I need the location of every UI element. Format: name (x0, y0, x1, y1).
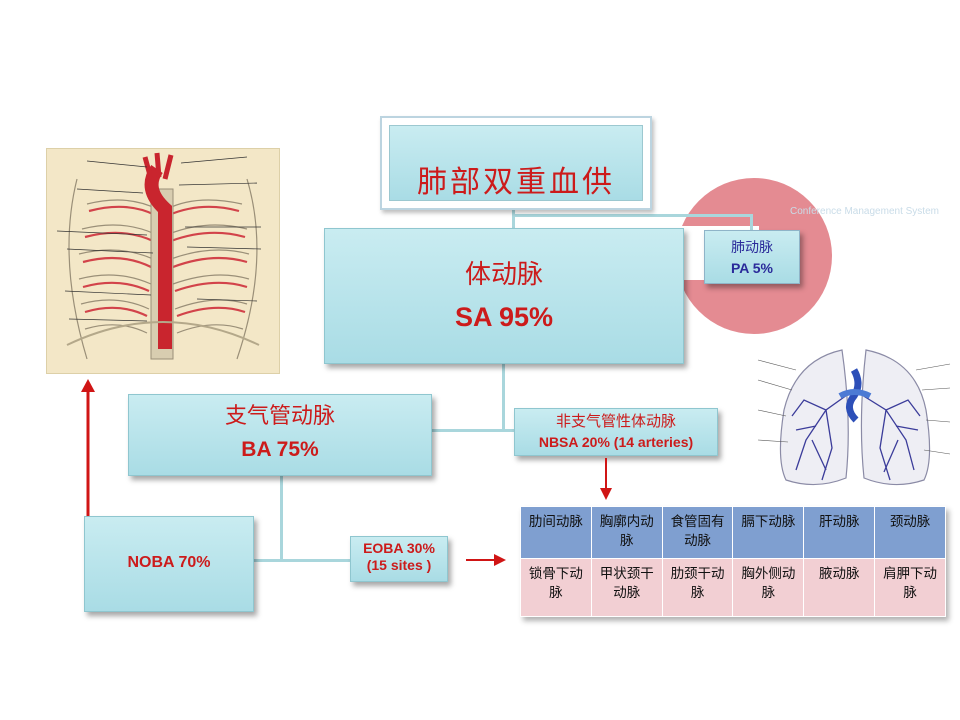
connector-pa-drop (750, 214, 753, 230)
thoracic-aorta-illustration (46, 148, 280, 374)
pa-cn-label: 肺动脉 (731, 240, 773, 256)
table-cell: 胸外侧动脉 (732, 558, 805, 617)
pa-box: 肺动脉 PA 5% (704, 230, 800, 284)
arrow-eoba-right (466, 554, 506, 566)
title-text: 肺部双重血供 (417, 165, 615, 200)
connector-title-pa (512, 214, 752, 217)
table-cell: 食管固有动脉 (661, 506, 734, 559)
table-cell: 胸廓内动脉 (590, 506, 663, 559)
artery-table: 肋间动脉 胸廓内动脉 食管固有动脉 膈下动脉 肝动脉 颈动脉 锁骨下动脉 甲状颈… (520, 506, 946, 617)
connector-sa-down (502, 362, 505, 432)
table-cell: 肋颈干动脉 (661, 558, 734, 617)
table-cell: 腋动脉 (803, 558, 876, 617)
table-cell: 膈下动脉 (732, 506, 805, 559)
table-row: 肋间动脉 胸廓内动脉 食管固有动脉 膈下动脉 肝动脉 颈动脉 (520, 506, 946, 559)
pa-en-label: PA 5% (730, 260, 773, 276)
connector-title-sa (512, 206, 515, 228)
table-cell: 颈动脉 (874, 506, 946, 559)
table-cell: 甲状颈干动脉 (590, 558, 663, 617)
arrow-noba-up (81, 379, 95, 516)
sa-box: 体动脉 SA 95% (324, 228, 684, 364)
nbsa-en-label: NBSA 20% (14 arteries) (538, 434, 694, 450)
nbsa-box: 非支气管性体动脉 NBSA 20% (14 arteries) (514, 408, 718, 456)
table-cell: 肩胛下动脉 (874, 558, 946, 617)
title-box: 肺部双重血供 (380, 116, 652, 210)
noba-en-label: NOBA 70% (127, 554, 211, 571)
eoba-box: EOBA 30% (15 sites ) (350, 536, 448, 582)
ba-cn-label: 支气管动脉 (224, 404, 335, 429)
thoracic-aorta-drawing (56, 152, 262, 360)
eoba-line2: (15 sites ) (366, 557, 432, 573)
ba-en-label: BA 75% (241, 438, 319, 461)
connector-ba-down (280, 475, 283, 561)
arrow-nbsa-down (600, 458, 612, 500)
table-cell: 锁骨下动脉 (520, 558, 592, 617)
lung-vasculature-illustration (756, 330, 952, 500)
watermark-text: Conference Management System (790, 206, 939, 217)
connector-ba-nbsa (430, 429, 516, 432)
connector-noba (252, 559, 352, 562)
noba-box: NOBA 70% (84, 516, 254, 612)
lung-drawing (757, 349, 951, 486)
nbsa-cn-label: 非支气管性体动脉 (555, 412, 676, 430)
sa-en-label: SA 95% (454, 302, 554, 332)
sa-cn-label: 体动脉 (464, 260, 543, 290)
table-row: 锁骨下动脉 甲状颈干动脉 肋颈干动脉 胸外侧动脉 腋动脉 肩胛下动脉 (520, 558, 946, 617)
table-cell: 肋间动脉 (520, 506, 592, 559)
eoba-line1: EOBA 30% (363, 540, 435, 556)
table-cell: 肝动脉 (803, 506, 876, 559)
ba-box: 支气管动脉 BA 75% (128, 394, 432, 476)
